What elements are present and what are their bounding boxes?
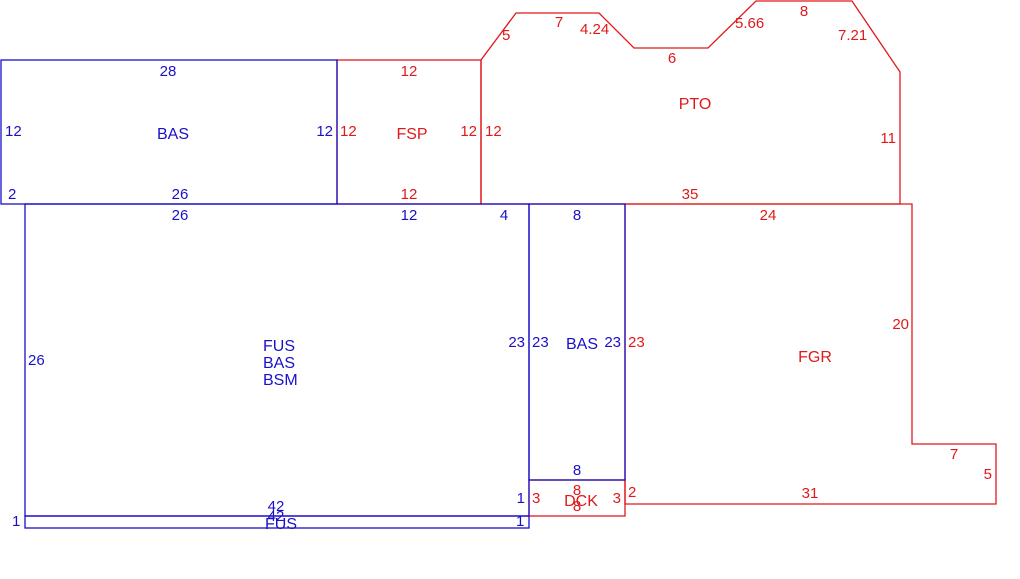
dim-label: 1 [12,513,20,530]
dim-label: 42 [268,508,285,525]
dim-label: 42 [268,498,285,515]
dim-label: 24 [760,207,777,224]
dim-label: 31 [802,485,819,502]
dim-label: 35 [682,186,699,203]
bas-top-label: BAS [157,126,189,143]
dim-label: 6 [668,50,676,67]
dim-label: 8 [573,482,581,499]
dim-label: 8 [800,3,808,20]
fus-strip-label: FUS [265,516,297,533]
dim-label: 12 [316,123,333,140]
fgr-label: FGR [798,349,832,366]
dim-label: 1 [517,490,525,507]
fsp-label: FSP [396,126,427,143]
dim-label: 2 [8,186,16,203]
fus-strip-area [24,515,530,529]
dim-label: 12 [460,123,477,140]
dim-label: 26 [172,207,189,224]
dim-label: 5.66 [735,15,764,32]
main-label-bsm: BSM [263,372,298,389]
dim-label: 1 [516,513,524,530]
dim-label: 5 [502,27,510,44]
dim-label: 28 [160,63,177,80]
dim-label: 4.24 [580,21,609,38]
pto-label: PTO [679,96,712,113]
dim-label: 3 [613,490,621,507]
dim-label: 7 [555,14,563,31]
dck-label: DCK [564,493,598,510]
dim-label: 11 [880,130,896,147]
dim-label: 3 [532,490,540,507]
bas-right-label: BAS [566,336,598,353]
main-label-fus: FUS [263,338,295,355]
dim-label: 5 [984,466,992,483]
dim-label: 2 [628,484,636,501]
dim-label: 8 [573,498,581,515]
dim-label: 12 [401,63,418,80]
bas-right-area [528,203,626,481]
pto-area [480,0,901,205]
dim-label: 4 [500,207,508,224]
dim-label: 12 [401,186,418,203]
dim-label: 8 [573,462,581,479]
dim-label: 7.21 [838,27,867,44]
dim-label: 20 [892,316,909,333]
dim-label: 7 [950,446,958,463]
main-label-bas: BAS [263,355,295,372]
dim-label: 23 [628,334,645,351]
dim-label: 12 [401,207,418,224]
dim-label: 23 [532,334,549,351]
dim-label: 23 [508,334,525,351]
dim-label: 8 [573,207,581,224]
dim-label: 26 [28,352,45,369]
dim-label: 12 [340,123,357,140]
dim-label: 12 [5,123,22,140]
dim-label: 23 [604,334,621,351]
dim-label: 26 [172,186,189,203]
dim-label: 12 [485,123,502,140]
